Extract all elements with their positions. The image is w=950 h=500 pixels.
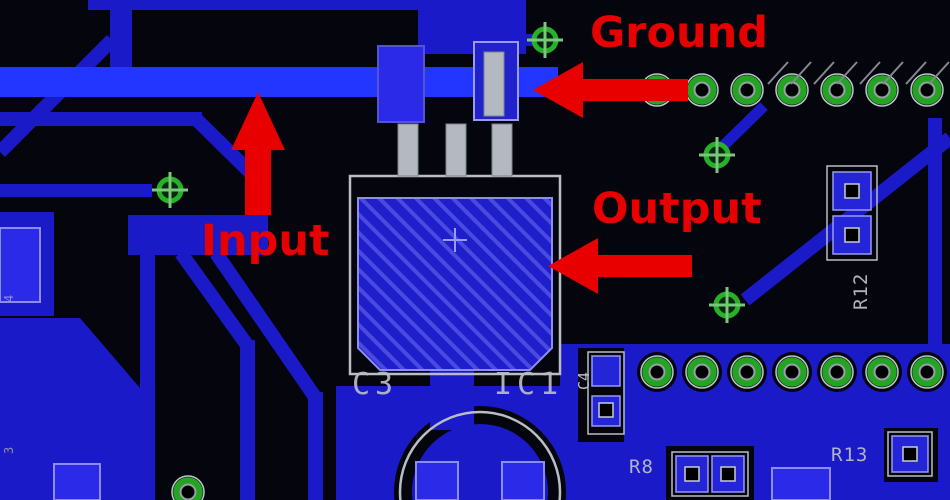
- c4-silkscreen: [587, 351, 625, 435]
- output-tab-pad[interactable]: [357, 197, 553, 371]
- input-pad[interactable]: [377, 45, 425, 123]
- c3-refdes: C3: [352, 367, 399, 402]
- c3-pad-2[interactable]: [501, 461, 545, 500]
- through-hole-pad[interactable]: [866, 356, 898, 388]
- through-hole-pad[interactable]: [821, 74, 853, 106]
- ic1-refdes: IC1: [494, 367, 564, 402]
- through-hole-pad[interactable]: [821, 356, 853, 388]
- ground-arrow: [533, 62, 688, 118]
- through-hole-pad[interactable]: [686, 356, 718, 388]
- tab-to-c3-trace[interactable]: [430, 368, 474, 430]
- ground-pin-lead: [483, 51, 505, 117]
- r12-silkscreen: [826, 165, 878, 261]
- hatch-marks: [767, 61, 950, 85]
- output-label: Output: [592, 184, 762, 234]
- through-hole-pad[interactable]: [866, 74, 898, 106]
- left-edge-pin-label: 4: [2, 294, 16, 302]
- r13-silkscreen: [887, 431, 933, 477]
- ic1-pin1-lead: [397, 123, 419, 177]
- r13-via-in-pad: [902, 446, 918, 462]
- r8-via-in-pad: [684, 466, 700, 482]
- through-hole-pad[interactable]: [776, 356, 808, 388]
- c4-pad-1[interactable]: [591, 355, 621, 387]
- cap-c4-footprint[interactable]: [578, 348, 625, 442]
- r12-via-in-pad: [844, 183, 860, 199]
- through-hole-pad[interactable]: [172, 476, 204, 500]
- r12-refdes: R12: [850, 272, 872, 310]
- resistor-r8-footprint[interactable]: [666, 446, 754, 500]
- r8-via-in-pad: [720, 466, 736, 482]
- r12-via-in-pad: [844, 227, 860, 243]
- annotation-arrows: [231, 62, 692, 294]
- through-hole-pad[interactable]: [731, 356, 763, 388]
- ground-label: Ground: [590, 8, 769, 58]
- r8-refdes: R8: [629, 456, 654, 478]
- ic1-pin2-lead: [445, 123, 467, 177]
- r8-silkscreen: [671, 451, 749, 497]
- output-arrow: [548, 238, 692, 294]
- r13-pad[interactable]: [891, 435, 929, 473]
- regulator-ic1-footprint[interactable]: [348, 41, 562, 376]
- r13-refdes: R13: [831, 444, 869, 466]
- through-hole-pad[interactable]: [911, 356, 943, 388]
- ic1-pin3-lead: [491, 123, 513, 177]
- through-hole-pad[interactable]: [686, 74, 718, 106]
- resistor-r12-footprint[interactable]: [826, 165, 878, 261]
- through-hole-pad[interactable]: [731, 74, 763, 106]
- through-hole-pad[interactable]: [911, 74, 943, 106]
- left-edge-pin-label: 3: [2, 446, 16, 454]
- resistor-r13-footprint[interactable]: [884, 428, 938, 482]
- through-hole-pad[interactable]: [641, 356, 673, 388]
- c3-silkscreen-circle: [398, 410, 562, 500]
- bottom-left-pad[interactable]: [53, 463, 101, 500]
- input-arrow: [231, 92, 285, 215]
- input-label: Input: [201, 216, 330, 266]
- left-edge-pad[interactable]: [0, 227, 41, 303]
- cap-c3-footprint[interactable]: [394, 368, 566, 500]
- c4-via-in-pad: [598, 402, 614, 418]
- through-hole-pad[interactable]: [776, 74, 808, 106]
- c3-pad-1[interactable]: [415, 461, 459, 500]
- c4-refdes: C4: [575, 371, 593, 390]
- input-trace[interactable]: [0, 67, 558, 97]
- bottom-right-pad[interactable]: [771, 467, 831, 500]
